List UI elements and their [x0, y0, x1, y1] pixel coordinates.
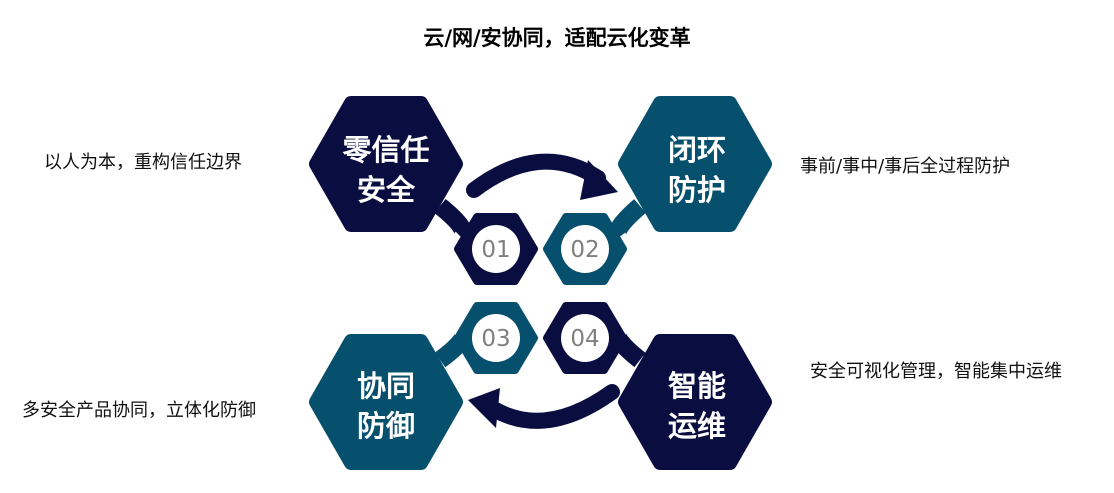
number-03: 03 — [481, 326, 510, 352]
hexagon-zero-trust: 01 零信任 安全 — [309, 96, 538, 285]
hex-label-intelligent-line1: 智能 — [668, 369, 726, 403]
hexagon-collaborative-defense: 03 协同 防御 — [309, 302, 538, 470]
number-circle-01 — [472, 225, 520, 273]
number-04: 04 — [570, 326, 599, 352]
hex-label-collaborative-line1: 协同 — [357, 369, 415, 403]
number-circle-03 — [472, 314, 520, 362]
hex-label-collaborative-line2: 防御 — [357, 409, 415, 443]
arrow-top-icon — [466, 153, 606, 198]
hex-label-zero-trust-line2: 安全 — [357, 173, 416, 207]
hexagon-intelligent-ops: 04 智能 运维 — [543, 302, 772, 470]
description-intelligent-ops: 安全可视化管理，智能集中运维 — [810, 361, 1062, 382]
arrow-top-head-icon — [580, 160, 618, 200]
description-zero-trust: 以人为本，重构信任边界 — [44, 152, 242, 173]
description-closed-loop: 事前/事中/事后全过程防护 — [800, 156, 1011, 177]
diagram-title: 云/网/安协同，适配云化变革 — [423, 26, 691, 50]
arrow-bottom-icon — [484, 384, 620, 429]
hexagon-closed-loop: 02 闭环 防护 — [543, 96, 772, 285]
number-01: 01 — [481, 237, 510, 263]
number-circle-02 — [561, 225, 609, 273]
number-02: 02 — [570, 237, 599, 263]
number-circle-04 — [561, 314, 609, 362]
hex-label-intelligent-line2: 运维 — [668, 409, 726, 443]
hex-label-closed-loop-line2: 防护 — [668, 173, 726, 207]
hex-label-closed-loop-line1: 闭环 — [668, 133, 726, 167]
arrow-bottom-head-icon — [468, 388, 500, 428]
hex-label-zero-trust-line1: 零信任 — [342, 133, 429, 167]
description-collaborative-defense: 多安全产品协同，立体化防御 — [22, 400, 256, 421]
